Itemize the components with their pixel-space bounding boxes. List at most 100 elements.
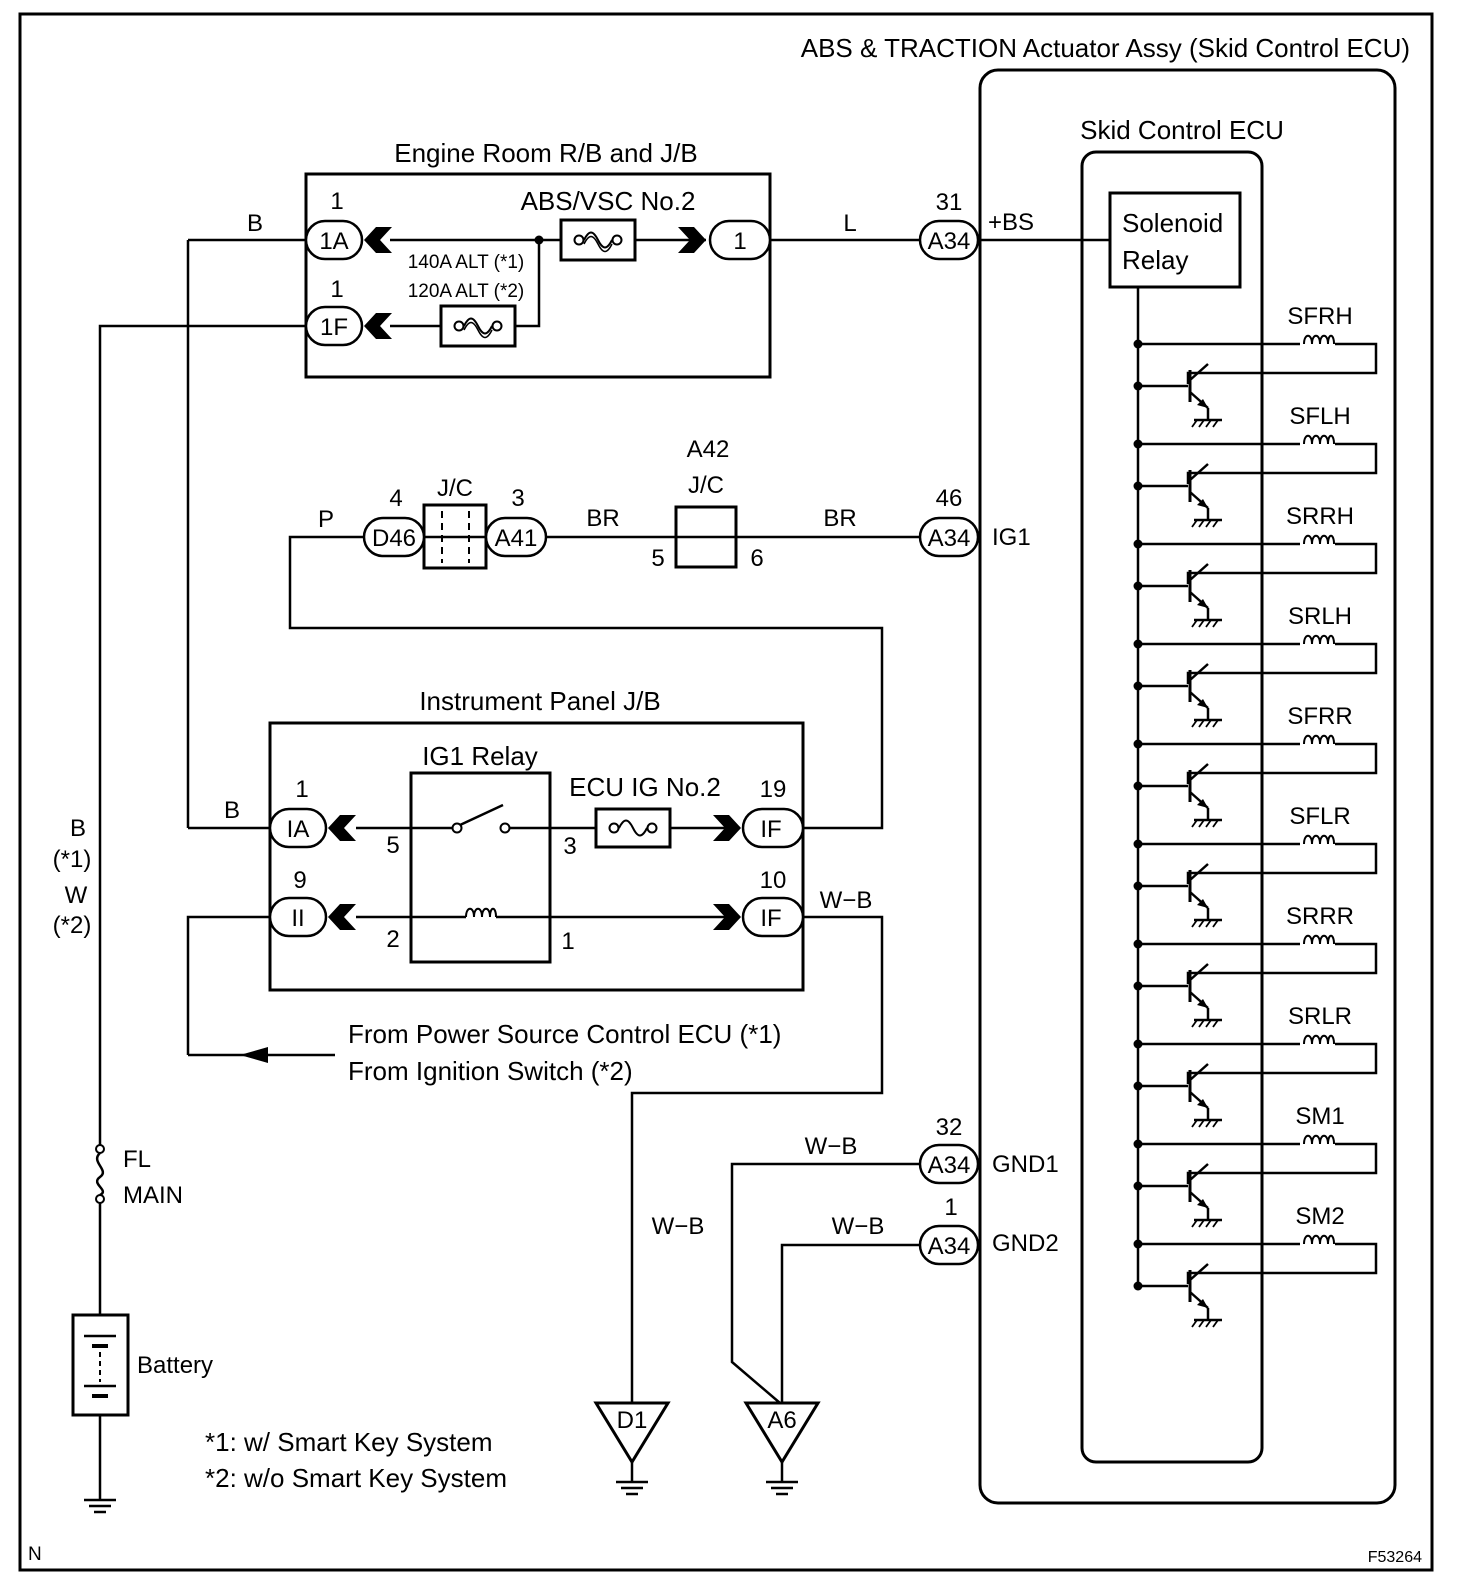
transistor-arrow-icon — [1197, 1199, 1208, 1208]
chassis-ground-hatch — [1198, 519, 1205, 528]
chassis-ground-hatch — [1198, 1219, 1205, 1228]
connector-1f — [304, 305, 364, 347]
switch-blade — [459, 803, 504, 827]
left-wire-w-label: W — [65, 882, 88, 909]
arrow-left-icon — [240, 1047, 268, 1063]
bus-junction-dot — [1133, 639, 1143, 649]
connector-ia-num: 1 — [295, 776, 308, 803]
ground-icon — [614, 1460, 650, 1496]
transistor-arrow-icon — [1197, 1099, 1208, 1108]
chassis-ground-hatch — [1198, 419, 1205, 428]
relay-pin-3: 3 — [563, 833, 576, 860]
bus-junction-dot — [1133, 881, 1143, 891]
transistor-arrow-icon — [1197, 699, 1208, 708]
engine-rb-title: Engine Room R/B and J/B — [394, 138, 698, 168]
wire-b-mid-label: B — [224, 797, 240, 824]
wire-p-label: P — [318, 506, 334, 533]
connector-d46 — [362, 516, 426, 558]
ground-a6-label: A6 — [767, 1407, 796, 1434]
connector-a34-gnd2-label: A34 — [928, 1233, 971, 1260]
connector-if-top — [741, 807, 805, 849]
bus-junction-dot — [1133, 381, 1143, 391]
transistor-arrow-icon — [1197, 899, 1208, 908]
bus-junction-dot — [1133, 439, 1143, 449]
transistor-collector — [1189, 663, 1209, 681]
solenoid-coil-icon — [1303, 634, 1335, 645]
chassis-ground-hatch — [1191, 719, 1198, 728]
chassis-ground-hatch — [1212, 919, 1219, 928]
solenoid-coil-icon — [1303, 534, 1335, 545]
connector-a34-bs-label: A34 — [928, 228, 971, 255]
transistor-arrow-icon — [1197, 599, 1208, 608]
transistor-collector — [1189, 863, 1209, 881]
transistor-collector — [1189, 1163, 1209, 1181]
solenoid-return-wire — [1186, 1142, 1378, 1184]
solenoid-coil-icon — [1303, 1234, 1335, 1245]
wire-wb-if-label: W−B — [820, 887, 873, 914]
alt120-label: 120A ALT (*2) — [408, 281, 525, 302]
chassis-ground-hatch — [1191, 1019, 1198, 1028]
ground-point-a6 — [743, 1401, 821, 1465]
wire-b-top-label: B — [247, 210, 263, 237]
solenoid-return-wire — [1186, 442, 1378, 484]
connector-a34-bs — [918, 219, 980, 261]
chevron-left-icon — [328, 815, 356, 841]
wire-1f-battery — [98, 324, 306, 1145]
connector-ii — [268, 896, 328, 938]
transistor-arrow-icon — [1197, 799, 1208, 808]
switch-contact — [499, 822, 511, 834]
alt-fuse-icon — [439, 304, 517, 348]
solenoid-label: SRRH — [1286, 503, 1354, 530]
wire-p — [288, 535, 884, 830]
left-wire-b-note: (*1) — [53, 846, 92, 873]
connector-ia-label: IA — [287, 816, 310, 843]
solenoid-row: SFLR — [1133, 803, 1378, 928]
solenoid-coil-icon — [1303, 734, 1335, 745]
connector-a41 — [484, 516, 548, 558]
bus-junction-dot — [1133, 781, 1143, 791]
solenoid-label: SFRR — [1287, 703, 1352, 730]
connector-a34-gnd2-num: 1 — [944, 1194, 957, 1221]
chassis-ground-hatch — [1205, 519, 1212, 528]
bus-junction-dot — [1133, 981, 1143, 991]
transistor-collector — [1189, 1263, 1209, 1281]
bus-junction-dot — [1133, 339, 1143, 349]
connector-1a-top — [304, 219, 364, 261]
connector-a34-ig-label: A34 — [928, 525, 971, 552]
transistor-arrow-icon — [1197, 999, 1208, 1008]
solenoid-relay-box — [1108, 191, 1242, 289]
junction-dot — [534, 235, 544, 245]
chassis-ground-hatch — [1212, 1319, 1219, 1328]
connector-ii-label: II — [291, 905, 304, 932]
alt140-label: 140A ALT (*1) — [408, 252, 525, 273]
connector-d46-num: 4 — [389, 485, 402, 512]
chassis-ground-hatch — [1212, 519, 1219, 528]
solenoid-row: SFLH — [1133, 403, 1378, 528]
fl-main-contact — [95, 1194, 105, 1204]
from-power-source-label: From Power Source Control ECU (*1) — [348, 1019, 781, 1049]
bus-junction-dot — [1133, 1281, 1143, 1291]
pin-bs-label: +BS — [988, 209, 1034, 236]
transistor-arrow-icon — [1197, 1299, 1208, 1308]
chassis-ground-hatch — [1212, 819, 1219, 828]
solenoid-coil-icon — [1303, 934, 1335, 945]
switch-contact — [451, 822, 463, 834]
ground-icon — [764, 1460, 800, 1496]
connector-1-right — [708, 219, 772, 261]
fl-main-contact — [95, 1144, 105, 1154]
connector-if-bot-num: 10 — [760, 867, 787, 894]
connector-d46-label: D46 — [372, 525, 416, 552]
bus-junction-dot — [1133, 581, 1143, 591]
ig1-relay-title: IG1 Relay — [422, 741, 538, 771]
chassis-ground-hatch — [1191, 1319, 1198, 1328]
chassis-ground-hatch — [1198, 619, 1205, 628]
connector-a34-bs-num: 31 — [936, 189, 963, 216]
solenoid-return-wire — [1186, 642, 1378, 684]
chassis-ground-hatch — [1212, 1019, 1219, 1028]
connector-1f-num: 1 — [330, 276, 343, 303]
chassis-ground-hatch — [1191, 519, 1198, 528]
solenoid-relay-label-2: Relay — [1122, 245, 1188, 275]
connector-if-top-label: IF — [760, 816, 781, 843]
battery-label: Battery — [137, 1352, 213, 1379]
